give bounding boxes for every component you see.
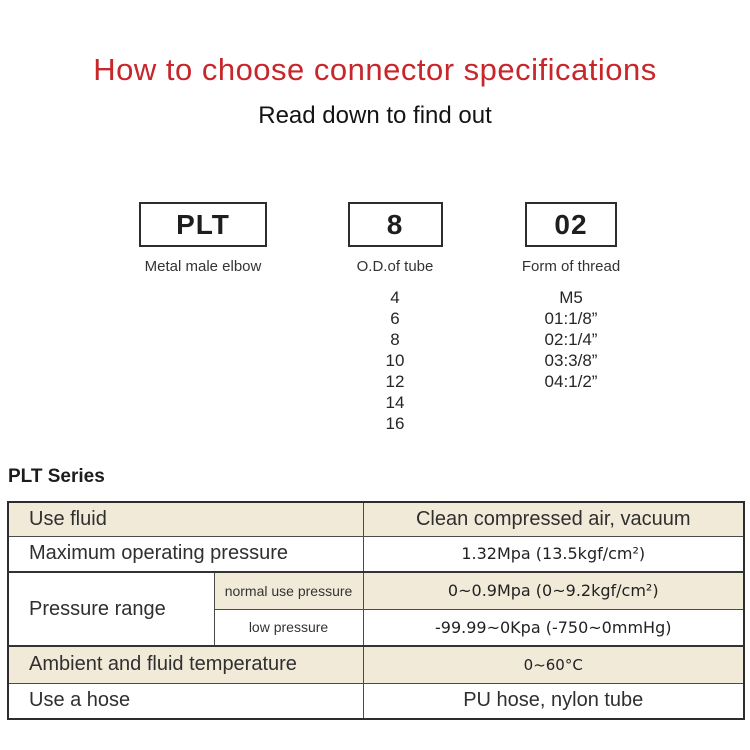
selector-column-thread: 02 Form of thread M5 01:1/8” 02:1/4” 03:…	[461, 202, 681, 392]
tube-size-option: 12	[385, 372, 405, 391]
thread-code-label: Form of thread	[521, 258, 621, 275]
low-pressure-label: low pressure	[213, 608, 364, 647]
use-fluid-value: Clean compressed air, vacuum	[362, 501, 745, 537]
thread-option-list: M5 01:1/8” 02:1/4” 03:3/8” 04:1/2”	[461, 287, 681, 392]
thread-option: M5	[559, 288, 583, 307]
row-pressure-range-low: low pressure -99.99~0Kpa (-750~0mmHg)	[8, 608, 745, 647]
tube-size-option-list: 4 6 8 10 12 14 16	[285, 287, 505, 434]
tube-size-option: 4	[390, 288, 400, 307]
thread-code-box: 02	[525, 202, 617, 247]
thread-option: 04:1/2”	[544, 372, 598, 391]
tube-size-code-label: O.D.of tube	[356, 258, 434, 275]
page-title: How to choose connector specifications	[93, 52, 657, 87]
max-pressure-label: Maximum operating pressure	[7, 535, 364, 573]
series-code-label: Metal male elbow	[144, 258, 262, 275]
normal-pressure-value: 0~0.9Mpa (0~9.2kgf/cm²)	[362, 571, 745, 610]
tube-size-option: 16	[385, 414, 405, 433]
pressure-range-label: Pressure range	[7, 571, 215, 647]
selector-column-series: PLT Metal male elbow	[93, 202, 313, 275]
hose-value: PU hose, nylon tube	[362, 682, 745, 720]
row-temperature: Ambient and fluid temperature 0~60°C	[7, 645, 745, 684]
temperature-value: 0~60°C	[362, 645, 745, 684]
selector-column-tube-size: 8 O.D.of tube 4 6 8 10 12 14 16	[285, 202, 505, 434]
series-heading: PLT Series	[8, 466, 105, 487]
thread-option: 02:1/4”	[544, 330, 598, 349]
row-hose: Use a hose PU hose, nylon tube	[7, 682, 745, 720]
row-max-pressure: Maximum operating pressure 1.32Mpa (13.5…	[7, 535, 745, 573]
thread-option: 01:1/8”	[544, 309, 598, 328]
temperature-label: Ambient and fluid temperature	[7, 645, 364, 684]
row-use-fluid: Use fluid Clean compressed air, vacuum	[7, 501, 745, 537]
tube-size-option: 14	[385, 393, 405, 412]
max-pressure-value: 1.32Mpa (13.5kgf/cm²)	[362, 535, 745, 573]
tube-size-option: 10	[385, 351, 405, 370]
page-subtitle: Read down to find out	[258, 102, 492, 129]
tube-size-option: 6	[390, 309, 400, 328]
use-fluid-label: Use fluid	[7, 501, 364, 537]
series-code-box: PLT	[139, 202, 267, 247]
low-pressure-value: -99.99~0Kpa (-750~0mmHg)	[362, 608, 745, 647]
row-pressure-range-normal: Pressure range normal use pressure 0~0.9…	[7, 571, 745, 647]
tube-size-option: 8	[390, 330, 400, 349]
thread-option: 03:3/8”	[544, 351, 598, 370]
tube-size-code-box: 8	[347, 202, 443, 247]
hose-label: Use a hose	[7, 682, 364, 720]
normal-pressure-label: normal use pressure	[213, 571, 364, 610]
spec-table: Use fluid Clean compressed air, vacuum M…	[7, 501, 745, 720]
